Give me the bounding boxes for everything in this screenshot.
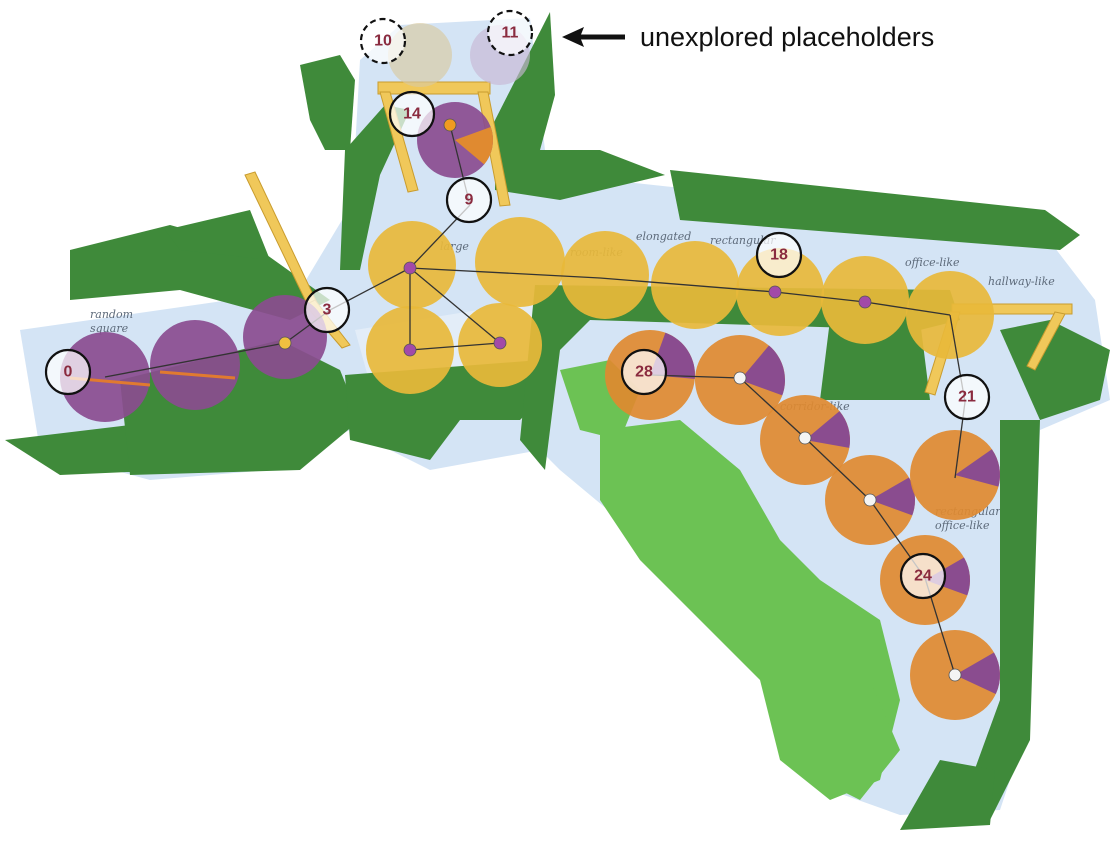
graph-edge xyxy=(774,291,866,303)
annotation: unexplored placeholders xyxy=(562,22,934,52)
graph-edge xyxy=(739,377,806,439)
node-labels: 0 3 9 10 11 14 18 21 24 28 xyxy=(44,9,991,600)
node-label-0: 0 xyxy=(44,348,92,396)
region-disk xyxy=(561,231,649,319)
node-ring xyxy=(899,552,947,600)
floor-label: square xyxy=(90,322,129,335)
graph-edge xyxy=(599,277,776,293)
node-id-text: 9 xyxy=(465,192,474,209)
node-id-text: 18 xyxy=(770,247,788,264)
graph-edge xyxy=(409,342,501,351)
node-id-text: 21 xyxy=(958,389,976,406)
annotation-arrowhead xyxy=(562,27,584,47)
graph-vertex xyxy=(863,493,877,507)
graph-edge xyxy=(864,301,951,316)
node-label-11: 11 xyxy=(486,9,534,57)
node-label-9: 9 xyxy=(445,176,493,224)
node-id-text: 14 xyxy=(403,106,421,123)
placeholder-ring xyxy=(359,17,407,65)
node-ring xyxy=(620,348,668,396)
graph-vertices xyxy=(278,118,962,682)
graph-edge xyxy=(409,267,501,344)
node-ring xyxy=(755,231,803,279)
floor-label: office-like xyxy=(935,519,990,532)
disk-wedge xyxy=(455,127,493,165)
graph-vertex xyxy=(403,343,417,357)
disk-wedge xyxy=(955,449,1000,487)
node-label-14: 14 xyxy=(388,90,436,138)
disk-wedge xyxy=(955,652,1000,695)
graph-edge xyxy=(804,437,871,501)
node-id-text: 10 xyxy=(374,33,392,50)
region-disks xyxy=(60,23,1000,720)
node-label-28: 28 xyxy=(620,348,668,396)
placeholder-ring xyxy=(486,9,534,57)
node-ring xyxy=(943,373,991,421)
node-id-text: 28 xyxy=(635,364,653,381)
graph-vertex xyxy=(443,118,457,132)
region-disk xyxy=(150,320,240,410)
disk-wedge xyxy=(805,411,851,448)
region-disk xyxy=(475,217,565,307)
floor-label: office-like xyxy=(905,256,960,269)
graph-vertex xyxy=(733,371,747,385)
floor-label: elongated xyxy=(636,230,691,243)
node-label-18: 18 xyxy=(755,231,803,279)
node-id-text: 3 xyxy=(323,302,332,319)
orientation-streak xyxy=(159,370,236,380)
node-id-text: 24 xyxy=(914,568,932,585)
graph-edge xyxy=(104,342,286,378)
disk-wedge xyxy=(925,557,971,596)
node-label-3: 3 xyxy=(303,286,351,334)
node-ring xyxy=(445,176,493,224)
disk-wedge xyxy=(740,345,785,396)
node-label-10: 10 xyxy=(359,17,407,65)
disk-wedge xyxy=(870,477,916,516)
graph-vertex xyxy=(858,295,872,309)
graph-vertex xyxy=(798,431,812,445)
node-ring xyxy=(388,90,436,138)
annotation-text: unexplored placeholders xyxy=(640,22,934,52)
graph-vertex xyxy=(493,336,507,350)
node-id-text: 11 xyxy=(502,25,519,42)
node-label-21: 21 xyxy=(943,373,991,421)
graph-vertex xyxy=(403,261,417,275)
node-id-text: 0 xyxy=(64,364,73,381)
node-ring xyxy=(44,348,92,396)
floor-label: hallway-like xyxy=(988,275,1055,288)
node-label-24: 24 xyxy=(899,552,947,600)
graph-vertex xyxy=(948,668,962,682)
graph-vertex xyxy=(768,285,782,299)
graph-edge xyxy=(409,267,601,279)
node-ring xyxy=(303,286,351,334)
floor-label: random xyxy=(90,308,133,321)
graph-vertex xyxy=(278,336,292,350)
walls-foreground xyxy=(560,360,900,800)
